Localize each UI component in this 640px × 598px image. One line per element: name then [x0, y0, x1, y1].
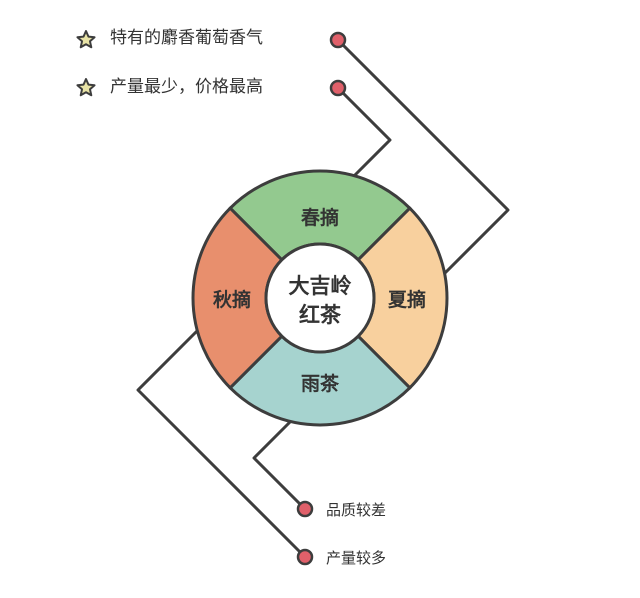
dots — [296, 31, 347, 566]
label-summer: 夏摘 — [388, 288, 426, 311]
note-higher-yield: 产量较多 — [326, 549, 387, 567]
dot-note-4 — [296, 548, 314, 566]
connector-spring-note-2 — [336, 86, 392, 180]
note-poor-quality: 品质较差 — [326, 501, 387, 519]
star-icon — [76, 30, 96, 49]
connector-rain-note-3 — [252, 418, 307, 511]
star-icon — [76, 78, 96, 97]
center-circle — [264, 242, 376, 354]
connector-lines — [136, 38, 510, 559]
stars — [76, 30, 96, 97]
dot-note-1 — [329, 31, 347, 49]
center-line-2: 红茶 — [299, 303, 342, 327]
label-rain: 雨茶 — [301, 372, 340, 395]
connector-autumn-note-4 — [136, 328, 307, 559]
ring — [191, 169, 449, 427]
connector-summer-note-1 — [336, 38, 510, 278]
note-lowest-yield: 产量最少，价格最高 — [110, 77, 263, 97]
label-autumn: 秋摘 — [213, 288, 251, 311]
dot-note-3 — [296, 500, 314, 518]
dot-note-2 — [329, 79, 347, 97]
note-musk-aroma: 特有的麝香葡萄香气 — [110, 28, 263, 48]
label-spring: 春摘 — [301, 206, 339, 229]
center-line-1: 大吉岭 — [289, 274, 352, 298]
